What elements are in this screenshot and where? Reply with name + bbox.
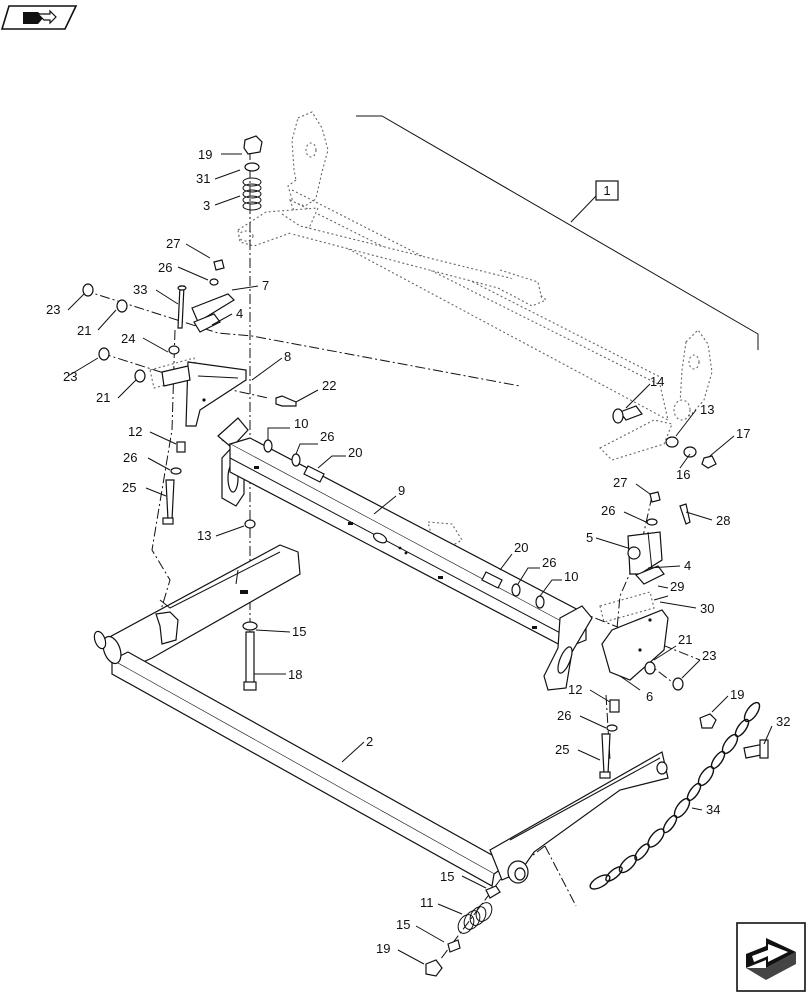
- callout-26: 26: [123, 450, 137, 465]
- right-bracket-assembly: [601, 531, 669, 681]
- callout-4: 4: [684, 558, 691, 573]
- callout-16: 16: [676, 467, 690, 482]
- callout-26: 26: [158, 260, 172, 275]
- leader-lines: [67, 153, 773, 965]
- callout-15: 15: [440, 869, 454, 884]
- part-catalog-icon[interactable]: [0, 5, 78, 30]
- callout-30: 30: [700, 601, 714, 616]
- callout-23: 23: [702, 648, 716, 663]
- next-page-arrow-icon[interactable]: [736, 922, 806, 992]
- callout-9: 9: [398, 483, 405, 498]
- callout-23: 23: [63, 369, 77, 384]
- callout-11: 11: [420, 895, 434, 910]
- callout-26: 26: [320, 429, 334, 444]
- callout-12: 12: [128, 424, 142, 439]
- callout-2: 2: [366, 734, 373, 749]
- callout-14: 14: [650, 374, 664, 389]
- callout-26: 26: [542, 555, 556, 570]
- assembly-ref-label: 1: [603, 183, 610, 198]
- callout-25: 25: [555, 742, 569, 757]
- callout-4: 4: [236, 306, 243, 321]
- callout-27: 27: [166, 236, 180, 251]
- callout-15: 15: [292, 624, 306, 639]
- callout-3: 3: [203, 198, 210, 213]
- callout-10: 10: [564, 569, 578, 584]
- lower-frame: [93, 544, 669, 887]
- callout-19: 19: [376, 941, 390, 956]
- callout-34: 34: [706, 802, 720, 817]
- callout-5: 5: [586, 530, 593, 545]
- callout-20: 20: [348, 445, 362, 460]
- assembly-ref-box: [595, 180, 619, 201]
- left-bracket-assembly: [161, 285, 247, 427]
- callout-20: 20: [514, 540, 528, 555]
- callout-28: 28: [716, 513, 730, 528]
- callout-6: 6: [646, 689, 653, 704]
- callout-19: 19: [198, 147, 212, 162]
- callout-24: 24: [121, 331, 135, 346]
- callout-13: 13: [700, 402, 714, 417]
- callout-17: 17: [736, 426, 750, 441]
- callout-22: 22: [322, 378, 336, 393]
- callout-13: 13: [197, 528, 211, 543]
- callout-15: 15: [396, 917, 410, 932]
- callout-7: 7: [262, 278, 269, 293]
- chain: [589, 701, 761, 890]
- callout-19: 19: [730, 687, 744, 702]
- callout-33: 33: [133, 282, 147, 297]
- callout-31: 31: [196, 171, 210, 186]
- callout-26: 26: [601, 503, 615, 518]
- callout-18: 18: [288, 667, 302, 682]
- assembly-reference-1: 1: [356, 115, 759, 350]
- callout-27: 27: [613, 475, 627, 490]
- callout-26: 26: [557, 708, 571, 723]
- callout-32: 32: [776, 714, 790, 729]
- callout-23: 23: [46, 302, 60, 317]
- callout-labels: 19 31 3 27 26 7 33 4 23 21 24 23 21 8 22…: [46, 147, 790, 956]
- callout-29: 29: [670, 579, 684, 594]
- callout-10: 10: [294, 416, 308, 431]
- callout-12: 12: [568, 682, 582, 697]
- callout-8: 8: [284, 349, 291, 364]
- fasteners: [82, 135, 769, 977]
- callout-21: 21: [678, 632, 692, 647]
- callout-21: 21: [77, 323, 91, 338]
- callout-25: 25: [122, 480, 136, 495]
- callout-21: 21: [96, 390, 110, 405]
